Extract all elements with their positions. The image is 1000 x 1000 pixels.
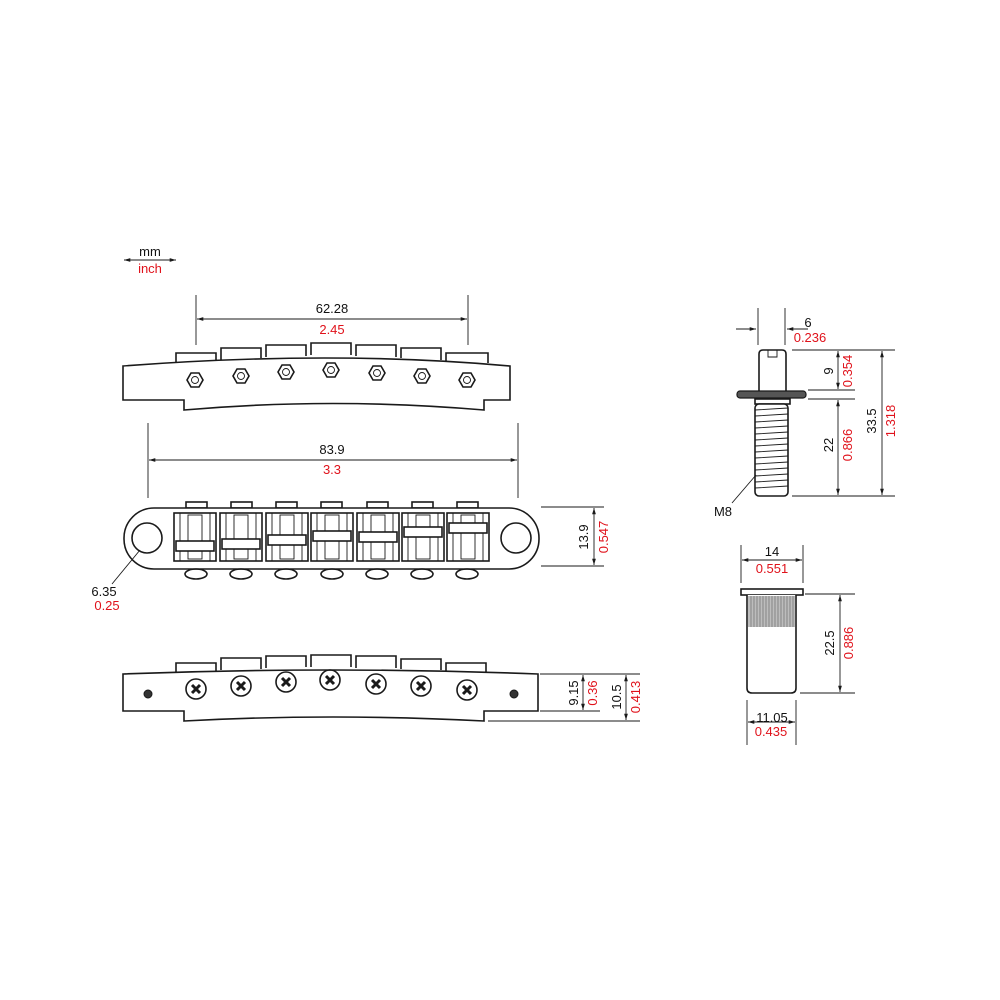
stud-head-height-inch: 0.354 bbox=[840, 355, 855, 388]
height-a-mm: 9.15 bbox=[566, 680, 581, 705]
anchor-knurling bbox=[748, 596, 795, 627]
saddle-bottoms bbox=[184, 568, 479, 580]
stud-total-length-inch: 1.318 bbox=[883, 405, 898, 438]
stud-thread-length-inch: 0.866 bbox=[840, 429, 855, 462]
stud-head-height-mm: 9 bbox=[821, 367, 836, 374]
anchor-length-mm: 22.5 bbox=[822, 630, 837, 655]
saddles bbox=[173, 512, 490, 562]
stud-head-width-inch: 0.236 bbox=[794, 330, 827, 345]
intonation-screw-heads bbox=[185, 501, 479, 509]
saddle-spacing-inch: 2.45 bbox=[319, 322, 344, 337]
height-b-inch: 0.413 bbox=[628, 681, 643, 714]
anchor-flange-diameter-inch: 0.551 bbox=[756, 561, 789, 576]
saddle-tops bbox=[175, 342, 489, 363]
stud-total-length-mm: 33.5 bbox=[864, 408, 879, 433]
height-a-inch: 0.36 bbox=[585, 680, 600, 705]
anchor-body-diameter-inch: 0.435 bbox=[755, 724, 788, 739]
width-inch: 0.547 bbox=[596, 521, 611, 554]
height-b-mm: 10.5 bbox=[609, 684, 624, 709]
anchor-body-diameter-mm: 11.05 bbox=[756, 710, 788, 725]
hole-diameter-inch: 0.25 bbox=[94, 598, 119, 613]
width-mm: 13.9 bbox=[576, 524, 591, 549]
phillips-screws bbox=[185, 669, 478, 701]
overall-length-inch: 3.3 bbox=[323, 462, 341, 477]
units-legend: mm inch bbox=[124, 244, 176, 276]
stud-head-width-mm: 6 bbox=[804, 315, 811, 330]
bridge-side-view: 62.28 2.45 bbox=[122, 295, 511, 411]
bridge-plan-view: 83.9 3.3 bbox=[91, 423, 611, 613]
hex-nuts bbox=[186, 362, 476, 388]
bridge-front-view: 9.15 0.36 10.5 0.413 bbox=[122, 654, 643, 722]
stud-drawing: 6 0.236 M8 9 0.354 22 0.866 33.5 1.318 bbox=[714, 308, 898, 519]
anchor-drawing: 14 0.551 22.5 0.886 11.05 0.435 bbox=[740, 544, 856, 745]
saddle-spacing-mm: 62.28 bbox=[316, 301, 349, 316]
stud-thread-label: M8 bbox=[714, 504, 732, 519]
hole-diameter-mm: 6.35 bbox=[91, 584, 116, 599]
anchor-flange-diameter-mm: 14 bbox=[765, 544, 779, 559]
stud-thread-length-mm: 22 bbox=[821, 438, 836, 452]
overall-length-mm: 83.9 bbox=[319, 442, 344, 457]
saddle-tops-front bbox=[175, 654, 487, 673]
legend-inch: inch bbox=[138, 261, 162, 276]
legend-mm: mm bbox=[139, 244, 161, 259]
anchor-length-inch: 0.886 bbox=[841, 627, 856, 660]
